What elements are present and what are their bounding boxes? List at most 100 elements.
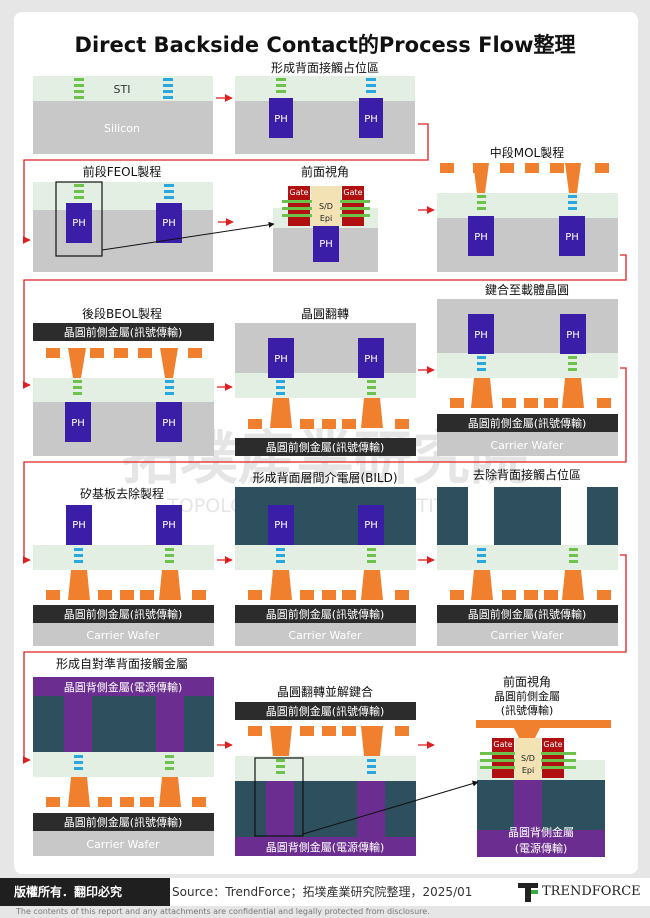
blue-stack xyxy=(477,548,486,563)
ph-label: PH xyxy=(162,520,176,531)
front-metal-label: 晶圓前側金屬(訊號傳輸) xyxy=(266,704,385,718)
ph-label: PH xyxy=(364,114,378,125)
panel-9-si-removal: 矽基板去除製程 PH PH 晶圓前側金屬(訊號傳輸) Carrier Wafer xyxy=(33,486,214,646)
blue-stack xyxy=(165,380,174,395)
beol-contacts xyxy=(450,570,611,600)
beol-contacts xyxy=(248,726,409,756)
step-8-title: 鍵合至載體晶圓 xyxy=(485,282,569,297)
gate-label: Gate xyxy=(343,188,362,197)
step-5-title: 中段MOL製程 xyxy=(490,145,565,160)
blue-stack xyxy=(74,548,83,563)
panel-2-placeholder: 形成背面接觸占位區 PH PH xyxy=(235,60,415,154)
epi-label: Epi xyxy=(522,766,534,775)
panel-10-bild: 形成背面層間介電層(BILD) PH PH 晶圓前側金屬(訊號傳輸) Carri… xyxy=(235,471,416,646)
trendforce-logo: TRENDFORCE xyxy=(516,881,641,903)
green-stack xyxy=(568,356,577,371)
panel-11-remove-placeholder: 去除背面接觸占位區 晶圓前側金屬(訊號傳輸) Carrier Wafer xyxy=(437,467,618,646)
ph-label: PH xyxy=(364,520,378,531)
ph-label: PH xyxy=(474,232,488,243)
step-13-title: 晶圓翻轉並解鍵合 xyxy=(277,684,373,699)
panel-7-flip: 晶圓翻轉 PH PH 晶圓前側金屬(訊號傳輸) xyxy=(235,307,416,456)
flow-arrows xyxy=(22,94,627,764)
step-3-title: 前段FEOL製程 xyxy=(83,164,162,179)
flow-arrow xyxy=(22,254,627,389)
flow-arrow xyxy=(22,554,627,764)
sti-green-stack xyxy=(74,78,84,99)
step-10-title: 形成背面層間介電層(BILD) xyxy=(252,471,397,485)
back-metal-label: 晶圓背側金屬(電源傳輸) xyxy=(64,680,183,694)
blue-stack xyxy=(568,195,577,210)
fins-right xyxy=(541,752,576,769)
green-stack xyxy=(73,380,82,395)
front-metal-label: 晶圓前側金屬(訊號傳輸) xyxy=(266,440,385,454)
beol-contacts xyxy=(248,570,409,600)
panel-6-beol: 後段BEOL製程 晶圓前側金屬(訊號傳輸) PH PH xyxy=(33,306,214,456)
ph-label: PH xyxy=(565,232,579,243)
back-metal-label: 晶圓背側金屬(電源傳輸) xyxy=(266,840,385,854)
back-metal-label-line2: (電源傳輸) xyxy=(515,841,568,855)
step-7-title: 晶圓翻轉 xyxy=(301,307,349,321)
mol-contacts xyxy=(440,163,609,193)
panel-13-flip-debond: 晶圓翻轉並解鍵合 晶圓前側金屬(訊號傳輸) 晶圓背側金屬(電源傳輸) xyxy=(235,684,416,856)
front-metal-label: 晶圓前側金屬(訊號傳輸) xyxy=(64,815,183,829)
process-flow-diagram: Direct Backside Contact的Process Flow整理 拓… xyxy=(22,33,627,857)
panel-8-bond: 鍵合至載體晶圓 PH PH 晶圓前側金屬(訊號傳輸) Carrier Wafer xyxy=(437,282,618,456)
step-9-title: 矽基板去除製程 xyxy=(80,486,164,501)
ph-label: PH xyxy=(72,218,86,229)
panel-14-front-view: 前面視角 晶圓前側金屬 (訊號傳輸) Gate Gate S/D Epi 晶圓背… xyxy=(476,674,611,857)
gate-fins-left xyxy=(288,200,310,217)
ph-label: PH xyxy=(566,330,580,341)
ph-label: PH xyxy=(162,218,176,229)
blue-stack xyxy=(366,78,376,93)
fins-left xyxy=(480,752,515,769)
green-stack xyxy=(367,548,376,563)
back-metal-label-line1: 晶圓背側金屬 xyxy=(508,825,574,839)
step-11-title: 去除背面接觸占位區 xyxy=(473,467,581,482)
zoom-box xyxy=(254,757,304,837)
step-14-title: 前面視角 xyxy=(503,674,551,689)
gate-fins-right xyxy=(342,200,364,217)
green-stack xyxy=(276,78,286,93)
green-stack xyxy=(165,755,174,770)
epi-label: Epi xyxy=(320,214,332,223)
step-12-title: 形成自對準背面接觸金屬 xyxy=(56,656,188,671)
beol-contacts xyxy=(46,570,206,600)
front-metal-label: 晶圓前側金屬(訊號傳輸) xyxy=(64,607,183,621)
trendforce-logo-icon xyxy=(518,883,538,902)
sd-label: S/D xyxy=(521,754,535,763)
beol-contacts xyxy=(248,398,409,429)
green-stack xyxy=(569,548,578,563)
sti-label: STI xyxy=(114,83,131,96)
ph-label: PH xyxy=(71,418,85,429)
beol-contacts xyxy=(450,378,611,408)
green-stack xyxy=(276,759,285,774)
sd-label: S/D xyxy=(319,202,333,211)
ph-label: PH xyxy=(274,520,288,531)
ph-label: PH xyxy=(319,239,333,250)
sti-blue-stack xyxy=(163,78,173,99)
silicon-label: Silicon xyxy=(104,122,140,135)
source-text: Source：TrendForce；拓墣產業研究院整理，2025/01 xyxy=(172,885,473,899)
gate-label: Gate xyxy=(289,188,308,197)
step-6-title: 後段BEOL製程 xyxy=(82,306,162,321)
blue-stack xyxy=(477,356,486,371)
trendforce-logo-text: TRENDFORCE xyxy=(542,884,641,899)
panel-5-mol: 中段MOL製程 PH PH xyxy=(437,145,618,272)
step-2-title: 形成背面接觸占位區 xyxy=(271,60,379,75)
disclaimer: The contents of this report and any atta… xyxy=(16,907,430,916)
panel-3-feol: 前段FEOL製程 PH PH xyxy=(33,164,213,272)
blue-stack xyxy=(367,759,376,774)
carrier-wafer-label: Carrier Wafer xyxy=(490,439,564,452)
green-stack xyxy=(367,380,376,395)
carrier-wafer-label: Carrier Wafer xyxy=(86,629,160,642)
green-stack xyxy=(477,195,486,210)
gate-label: Gate xyxy=(543,740,562,749)
page-title: Direct Backside Contact的Process Flow整理 xyxy=(75,33,576,57)
green-stack xyxy=(165,548,174,563)
zoom-box xyxy=(55,181,103,257)
ph-label: PH xyxy=(162,418,176,429)
ph-label: PH xyxy=(72,520,86,531)
green-stack xyxy=(74,184,84,199)
blue-stack xyxy=(276,380,285,395)
flow-arrow xyxy=(22,367,627,564)
